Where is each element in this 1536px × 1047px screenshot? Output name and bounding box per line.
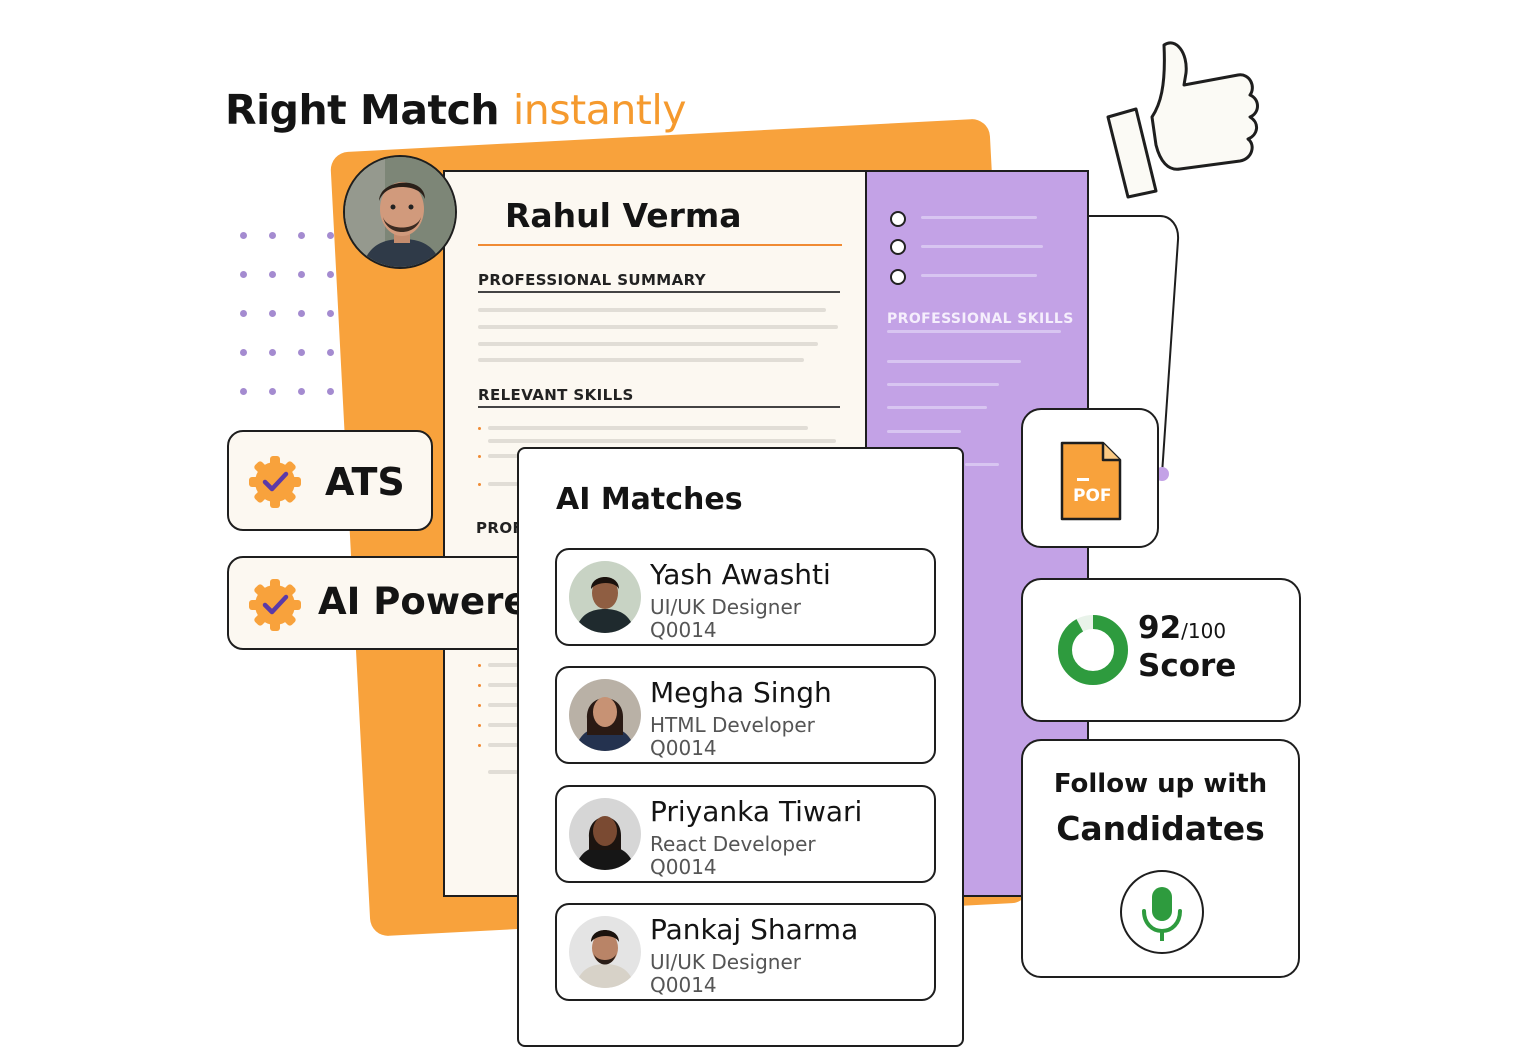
list-bullet <box>478 427 481 430</box>
section-rule <box>478 406 840 408</box>
candidate-card[interactable]: Yash Awashti UI/UK Designer Q0014 <box>555 548 936 646</box>
candidate-card[interactable]: Megha Singh HTML Developer Q0014 <box>555 666 936 764</box>
candidate-role: HTML Developer <box>650 713 815 737</box>
list-bullet <box>478 483 481 486</box>
sidebar-placeholder-line <box>887 330 1061 333</box>
avatar <box>343 155 457 269</box>
candidate-name: Megha Singh <box>650 676 832 709</box>
radio-circle <box>890 269 906 285</box>
radio-circle <box>890 239 906 255</box>
list-bullet <box>478 455 481 458</box>
pdf-tile[interactable]: POF <box>1021 408 1159 548</box>
ats-label: ATS <box>325 460 405 504</box>
verified-gear-icon <box>249 456 301 508</box>
score-out-of: /100 <box>1181 619 1227 643</box>
sidebar-placeholder-line <box>921 245 1043 248</box>
text-placeholder-line <box>488 770 518 774</box>
section-title-skills: RELEVANT SKILLS <box>478 386 634 404</box>
follow-up-line1: Follow up with <box>1053 769 1268 799</box>
avatar <box>569 798 641 870</box>
candidate-role: React Developer <box>650 832 816 856</box>
microphone-icon[interactable] <box>1119 869 1205 955</box>
pdf-file-icon <box>1060 441 1122 521</box>
section-title-summary: PROFESSIONAL SUMMARY <box>478 271 707 289</box>
text-placeholder-line <box>488 723 518 727</box>
thumbs-up-icon <box>1106 41 1259 199</box>
list-bullet <box>478 664 481 667</box>
score-tile: 92/100 Score <box>1021 578 1301 722</box>
candidate-card[interactable]: Priyanka Tiwari React Developer Q0014 <box>555 785 936 883</box>
sidebar-placeholder-line <box>921 216 1037 219</box>
candidate-code: Q0014 <box>650 855 717 879</box>
candidate-card[interactable]: Pankaj Sharma UI/UK Designer Q0014 <box>555 903 936 1001</box>
sidebar-placeholder-line <box>887 383 999 386</box>
ai-matches-title: AI Matches <box>556 482 743 517</box>
candidate-code: Q0014 <box>650 618 717 642</box>
sidebar-placeholder-line <box>921 274 1037 277</box>
score-label: Score <box>1138 648 1237 684</box>
decorative-dot-grid <box>236 228 346 398</box>
name-underline <box>478 244 842 246</box>
text-placeholder-line <box>488 683 518 687</box>
list-bullet <box>478 704 481 707</box>
verified-gear-icon <box>249 579 301 631</box>
resume-candidate-name: Rahul Verma <box>505 196 742 235</box>
text-placeholder-line <box>488 703 518 707</box>
sidebar-placeholder-line <box>887 430 961 433</box>
candidate-code: Q0014 <box>650 973 717 997</box>
follow-up-line2: Candidates <box>1056 809 1265 848</box>
text-placeholder-line <box>478 308 826 312</box>
score-ring <box>1058 615 1128 685</box>
section-rule <box>478 291 840 293</box>
headline-accent: instantly <box>512 86 687 134</box>
text-placeholder-line <box>488 454 518 458</box>
text-placeholder-line <box>488 743 518 747</box>
text-placeholder-line <box>478 358 804 362</box>
avatar <box>569 916 641 988</box>
text-placeholder-line <box>488 439 836 443</box>
section-title-pro-skills: PROFESSIONAL SKILLS <box>887 311 1074 327</box>
headline-main: Right Match <box>225 86 500 134</box>
candidate-role: UI/UK Designer <box>650 950 801 974</box>
score-number: 92 <box>1138 610 1182 646</box>
sidebar-placeholder-line <box>965 463 999 466</box>
sidebar-placeholder-line <box>887 406 987 409</box>
candidate-name: Priyanka Tiwari <box>650 795 863 828</box>
text-placeholder-line <box>478 325 838 329</box>
headline: Right Match instantly <box>225 86 687 134</box>
avatar <box>569 561 641 633</box>
sidebar-placeholder-line <box>887 360 1021 363</box>
list-bullet <box>478 684 481 687</box>
list-bullet <box>478 744 481 747</box>
pdf-label: POF <box>1073 486 1112 506</box>
radio-circle <box>890 211 906 227</box>
text-placeholder-line <box>488 663 518 667</box>
candidate-name: Pankaj Sharma <box>650 913 859 946</box>
score-value: 92/100 <box>1138 610 1226 646</box>
candidate-code: Q0014 <box>650 736 717 760</box>
text-placeholder-line <box>488 426 808 430</box>
text-placeholder-line <box>478 342 818 346</box>
follow-up-tile[interactable]: Follow up with Candidates <box>1021 739 1300 978</box>
section-title-partial: PROF <box>476 519 524 537</box>
list-bullet <box>478 724 481 727</box>
candidate-role: UI/UK Designer <box>650 595 801 619</box>
avatar <box>569 679 641 751</box>
ai-powered-badge: AI Powered <box>227 556 555 650</box>
ai-powered-label: AI Powered <box>318 580 555 623</box>
text-placeholder-line <box>488 482 518 486</box>
candidate-name: Yash Awashti <box>650 558 831 591</box>
ats-badge: ATS <box>227 430 433 531</box>
